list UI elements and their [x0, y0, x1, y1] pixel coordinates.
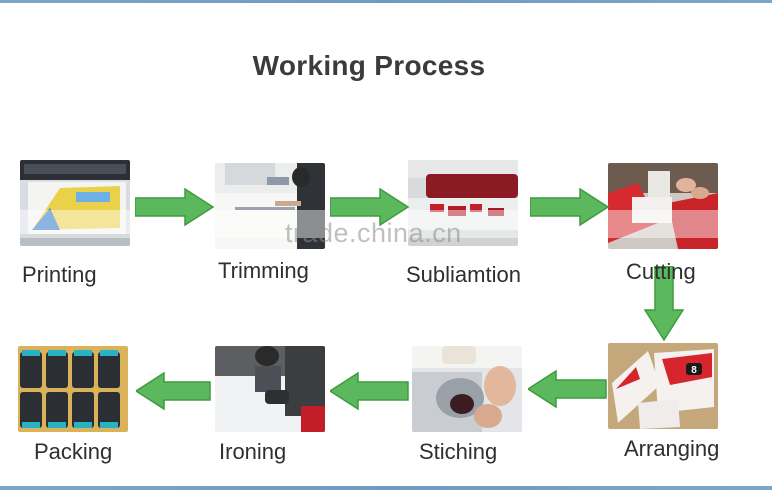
step-label-printing: Printing — [22, 262, 97, 287]
step-label-arranging: Arranging — [624, 436, 720, 461]
trimming-photo — [215, 163, 325, 249]
arrow-right-icon — [135, 187, 215, 227]
bottom-border — [0, 486, 772, 490]
sublimation-photo — [408, 160, 518, 246]
step-label-trimming: Trimming — [218, 258, 309, 283]
step-label-cutting: Cutting — [626, 259, 696, 284]
cutting-photo — [608, 163, 718, 249]
stiching-photo — [412, 346, 522, 432]
step-label-stiching: Stiching — [419, 439, 498, 464]
top-border — [0, 0, 772, 3]
arranging-photo: 8 — [608, 343, 718, 429]
arrow-right-icon — [330, 187, 410, 227]
page-title: Working Process — [252, 50, 486, 81]
arrow-right-icon — [530, 187, 610, 227]
watermark-text: trade.china.cn — [285, 218, 462, 248]
ironing-photo — [215, 346, 325, 432]
arrow-down-icon — [643, 266, 685, 342]
step-label-packing: Packing — [34, 439, 113, 464]
step-label-ironing: Ironing — [219, 439, 287, 464]
arrow-left-icon — [330, 371, 410, 411]
printing-photo — [20, 160, 130, 246]
svg-text:8: 8 — [691, 365, 697, 376]
step-label-subliamtion: Subliamtion — [406, 262, 521, 287]
packing-photo — [18, 346, 128, 432]
arrow-left-icon — [136, 371, 212, 411]
arrow-left-icon — [528, 369, 608, 409]
